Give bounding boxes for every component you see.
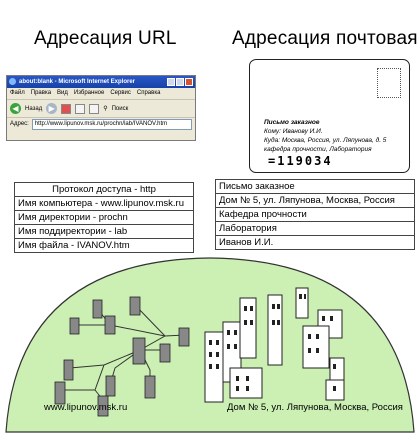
back-arrow-icon[interactable]: ◀ xyxy=(10,103,21,114)
server-icon xyxy=(132,337,146,365)
refresh-icon[interactable] xyxy=(75,103,86,114)
forward-arrow-icon[interactable]: ▶ xyxy=(46,103,58,114)
table-row: Кафедра прочности xyxy=(215,207,415,222)
ie-icon xyxy=(9,78,16,85)
menu-help[interactable]: Справка xyxy=(136,90,161,96)
menu-favorites[interactable]: Избранное xyxy=(73,90,105,96)
search-icon[interactable]: ⚲ xyxy=(103,106,108,112)
search-button-label[interactable]: Поиск xyxy=(111,105,129,112)
url-addressing-title: Адресация URL xyxy=(34,28,177,49)
browser-titlebar: about:blank - Microsoft Internet Explore… xyxy=(7,76,195,88)
table-row: Имя поддиректории - lab xyxy=(14,224,194,239)
menu-tools[interactable]: Сервис xyxy=(110,90,131,96)
address-label: Адрес: xyxy=(10,121,29,127)
stamp-box xyxy=(377,68,401,98)
browser-addressbar: Адрес: http://www.lipunov.msk.ru/prochn/… xyxy=(7,118,195,130)
server-icon xyxy=(159,343,171,363)
building-icon xyxy=(267,294,283,366)
table-header: Протокол доступа - http xyxy=(14,182,194,197)
stop-icon[interactable] xyxy=(61,103,72,114)
maximize-icon[interactable] xyxy=(176,78,184,86)
close-icon[interactable] xyxy=(185,78,193,86)
building-icon xyxy=(204,331,224,403)
url-parts-table: Протокол доступа - http Имя компьютера -… xyxy=(14,182,194,253)
city-buildings xyxy=(204,287,345,403)
server-icon xyxy=(105,375,116,397)
window-buttons xyxy=(167,78,193,86)
server-icon xyxy=(144,375,156,399)
network-caption: www.lipunov.msk.ru xyxy=(44,402,128,413)
server-icons xyxy=(54,296,190,417)
table-row: Имя директории - prochn xyxy=(14,210,194,225)
browser-title: about:blank - Microsoft Internet Explore… xyxy=(19,79,136,85)
envelope-address: Письмо заказное Кому: Иванову И.И. Куда:… xyxy=(264,118,386,154)
postal-parts-table: Письмо заказное Дом № 5, ул. Ляпунова, М… xyxy=(215,179,415,250)
table-row: Лаборатория xyxy=(215,221,415,236)
table-row: Дом № 5, ул. Ляпунова, Москва, Россия xyxy=(215,193,415,208)
envelope-line: Куда: Москва, Россия, ул. Ляпунова, д. 5 xyxy=(264,137,387,144)
menu-edit[interactable]: Правка xyxy=(30,90,52,96)
hill-scene xyxy=(5,257,415,433)
table-row: Имя компьютера - www.lipunov.msk.ru xyxy=(14,196,194,211)
back-button-label[interactable]: Назад xyxy=(25,105,43,112)
address-input[interactable]: http://www.lipunov.msk.ru/prochn/lab/IVA… xyxy=(31,118,192,130)
building-icon xyxy=(302,325,330,369)
address-caption: Дом № 5, ул. Ляпунова, Москва, Россия xyxy=(227,402,403,413)
computer-network xyxy=(60,304,186,401)
envelope-line: кафедра прочности, Лаборатория xyxy=(264,146,372,153)
table-row: Имя файла - IVANOV.htm xyxy=(14,238,194,253)
server-icon xyxy=(54,381,66,405)
server-icon xyxy=(69,317,80,335)
home-icon[interactable] xyxy=(89,103,100,114)
server-icon xyxy=(178,327,190,347)
building-icon xyxy=(295,287,309,319)
minimize-icon[interactable] xyxy=(167,78,175,86)
postal-addressing-title: Адресация почтовая xyxy=(232,28,418,49)
building-icon xyxy=(239,297,257,359)
server-icon xyxy=(104,315,116,335)
building-icon xyxy=(329,357,345,383)
browser-menubar: Файл Правка Вид Избранное Сервис Справка xyxy=(7,88,195,100)
envelope: Письмо заказное Кому: Иванову И.И. Куда:… xyxy=(249,59,410,173)
menu-file[interactable]: Файл xyxy=(10,90,25,96)
server-icon xyxy=(97,395,109,417)
browser-window: about:blank - Microsoft Internet Explore… xyxy=(6,75,196,141)
server-icon xyxy=(63,359,74,381)
envelope-line: Кому: Иванову И.И. xyxy=(264,128,323,135)
menu-view[interactable]: Вид xyxy=(57,90,68,96)
building-windows xyxy=(209,294,336,391)
server-icon xyxy=(129,296,141,316)
table-row: Письмо заказное xyxy=(215,179,415,194)
envelope-line: Письмо заказное xyxy=(264,119,320,126)
browser-toolbar: ◀ Назад ▶ ⚲ Поиск xyxy=(7,100,195,118)
postal-index: =119034 xyxy=(268,154,333,168)
building-icon xyxy=(229,367,263,399)
server-icon xyxy=(92,299,103,319)
table-row: Иванов И.И. xyxy=(215,235,415,250)
